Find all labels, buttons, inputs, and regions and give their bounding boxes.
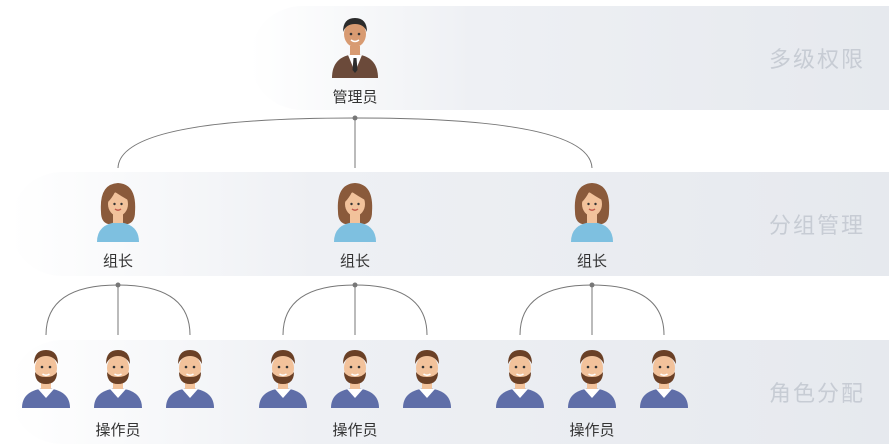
operator-node — [638, 344, 690, 412]
female-avatar-icon — [571, 183, 613, 242]
group-connectors-1 — [45, 282, 191, 336]
bearded-man-avatar-icon — [568, 350, 616, 408]
leader-node-2 — [332, 178, 378, 246]
admin-node — [328, 12, 382, 82]
band-label: 多级权限 — [768, 48, 865, 73]
band-label: 角色分配 — [768, 382, 865, 407]
bearded-man-avatar-icon — [94, 350, 142, 408]
connector-arc — [117, 117, 593, 169]
operator-node — [257, 344, 309, 412]
bearded-man-avatar-icon — [259, 350, 307, 408]
leader-node-1 — [95, 178, 141, 246]
band-label: 分组管理 — [768, 214, 865, 239]
bearded-man-avatar-icon — [331, 350, 379, 408]
female-avatar-icon — [97, 183, 139, 242]
operator-node — [92, 344, 144, 412]
operator-node — [164, 344, 216, 412]
group-connectors-3 — [519, 282, 665, 336]
businessman-avatar-icon — [332, 18, 378, 78]
bearded-man-avatar-icon — [22, 350, 70, 408]
bearded-man-avatar-icon — [166, 350, 214, 408]
bearded-man-avatar-icon — [640, 350, 688, 408]
female-avatar-icon — [334, 183, 376, 242]
operator-node — [329, 344, 381, 412]
admin-caption: 管理员 — [332, 88, 378, 106]
leader-node-3 — [569, 178, 615, 246]
band-group-management: 分组管理 — [10, 172, 889, 276]
bearded-man-avatar-icon — [496, 350, 544, 408]
operator-caption: 操作员 — [332, 421, 378, 439]
operator-node — [401, 344, 453, 412]
band-role-assignment: 角色分配 — [10, 340, 889, 444]
operator-node — [566, 344, 618, 412]
leader-caption: 组长 — [339, 252, 371, 270]
leader-caption: 组长 — [576, 252, 608, 270]
operator-caption: 操作员 — [569, 421, 615, 439]
operator-caption: 操作员 — [95, 421, 141, 439]
leader-caption: 组长 — [102, 252, 134, 270]
group-connectors-2 — [282, 282, 428, 336]
operator-node — [494, 344, 546, 412]
operator-node — [20, 344, 72, 412]
bearded-man-avatar-icon — [403, 350, 451, 408]
